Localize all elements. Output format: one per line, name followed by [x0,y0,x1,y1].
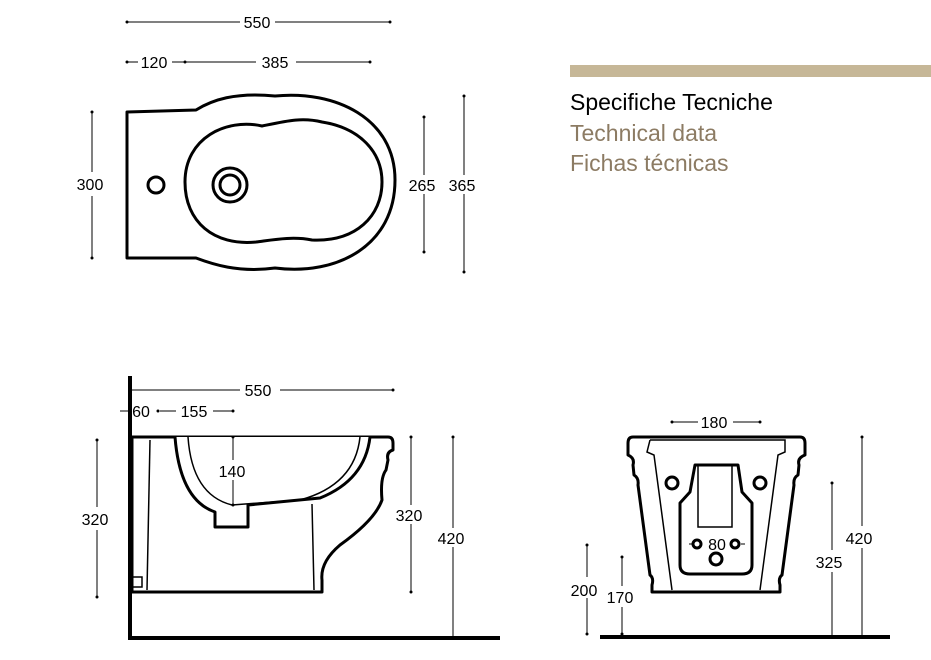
dim-front-420: 420 [846,435,873,637]
dim-side-140: 140 [219,435,246,507]
heading-spanish: Fichas técnicas [570,150,729,176]
svg-text:385: 385 [262,55,289,72]
title-block: Specifiche Tecniche Technical data Ficha… [570,65,931,176]
side-view-back-edge [146,439,151,591]
svg-text:120: 120 [141,55,168,72]
dim-front-80: 80 [689,537,745,554]
tap-hole-icon [146,175,166,195]
dim-top-300: 300 [77,110,104,260]
dim-top-120: 120 [125,55,187,72]
dim-side-320-left: 320 [82,438,109,599]
fixing-hole-left-icon [664,475,680,491]
side-view-front-edge [311,503,315,591]
side-view-bowl-inner [187,436,361,506]
svg-text:155: 155 [181,404,208,421]
dim-top-385: 385 [185,55,372,72]
dim-top-550: 550 [125,15,392,32]
top-view: 550 120 385 300 265 365 [77,15,480,274]
front-view: 180 80 200 170 325 420 [571,415,890,639]
top-view-bowl [183,118,384,244]
svg-text:140: 140 [219,464,246,481]
bolt-right-icon [729,538,741,550]
dim-front-200: 200 [571,543,598,636]
svg-text:265: 265 [409,178,436,195]
svg-text:320: 320 [396,508,423,525]
side-view: 550 60 155 140 320 320 [82,376,500,640]
svg-text:365: 365 [449,178,476,195]
svg-text:60: 60 [132,404,150,421]
svg-text:200: 200 [571,583,598,600]
svg-text:180: 180 [701,415,728,432]
svg-text:300: 300 [77,177,104,194]
dim-front-170: 170 [607,555,634,636]
heading-italian: Specifiche Tecniche [570,89,773,115]
fixing-hole-right-icon [752,475,768,491]
dim-side-320-right: 320 [393,435,427,594]
drain-inner-icon [218,173,242,197]
dim-front-325: 325 [816,481,843,637]
svg-text:550: 550 [245,383,272,400]
dim-top-365: 365 [446,94,480,274]
dim-side-155: 155 [160,404,235,421]
svg-text:550: 550 [244,15,271,32]
dim-top-265: 265 [405,115,439,254]
svg-text:170: 170 [607,590,634,607]
svg-text:420: 420 [846,531,873,548]
dim-side-420: 420 [435,435,469,638]
front-view-inlet [697,464,733,528]
fixing-bracket [131,576,143,588]
dim-front-180: 180 [670,415,762,432]
title-band [570,65,931,77]
waste-outlet-icon [708,551,724,567]
svg-text:325: 325 [816,555,843,572]
svg-text:320: 320 [82,512,109,529]
svg-text:420: 420 [438,531,465,548]
bolt-left-icon [691,538,703,550]
dim-side-550: 550 [130,383,395,400]
svg-text:80: 80 [708,537,726,554]
dim-side-60: 60 [120,404,160,421]
front-view-inner-outline [646,439,786,591]
heading-english: Technical data [570,120,717,146]
